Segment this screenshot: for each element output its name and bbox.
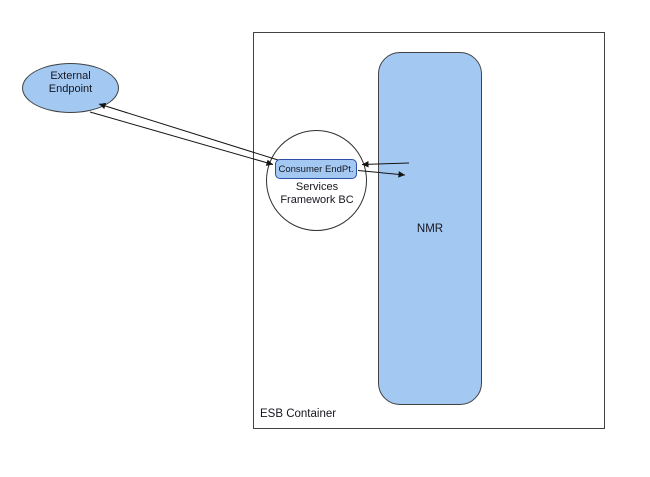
external-endpoint-label-line2: Endpoint: [48, 83, 93, 95]
consumer-endpoint-label: Consumer EndPt.: [278, 163, 354, 175]
arrow-external-to-consumer: [89, 111, 274, 166]
consumer-endpoint-box: Consumer EndPt.: [275, 159, 357, 179]
services-framework-bc-circle: [266, 130, 367, 231]
nmr-box: NMR: [378, 52, 482, 405]
services-framework-bc-label-line2: Framework BC: [280, 194, 354, 206]
services-framework-bc-label-line1: Services: [295, 181, 339, 193]
external-endpoint-label-line1: External: [50, 70, 91, 82]
esb-container-label: ESB Container: [260, 408, 337, 420]
services-framework-bc-label: Services Framework BC: [256, 181, 378, 207]
nmr-label: NMR: [416, 222, 444, 235]
arrow-consumer-to-external: [98, 102, 279, 161]
external-endpoint-label: External Endpoint: [22, 70, 119, 96]
